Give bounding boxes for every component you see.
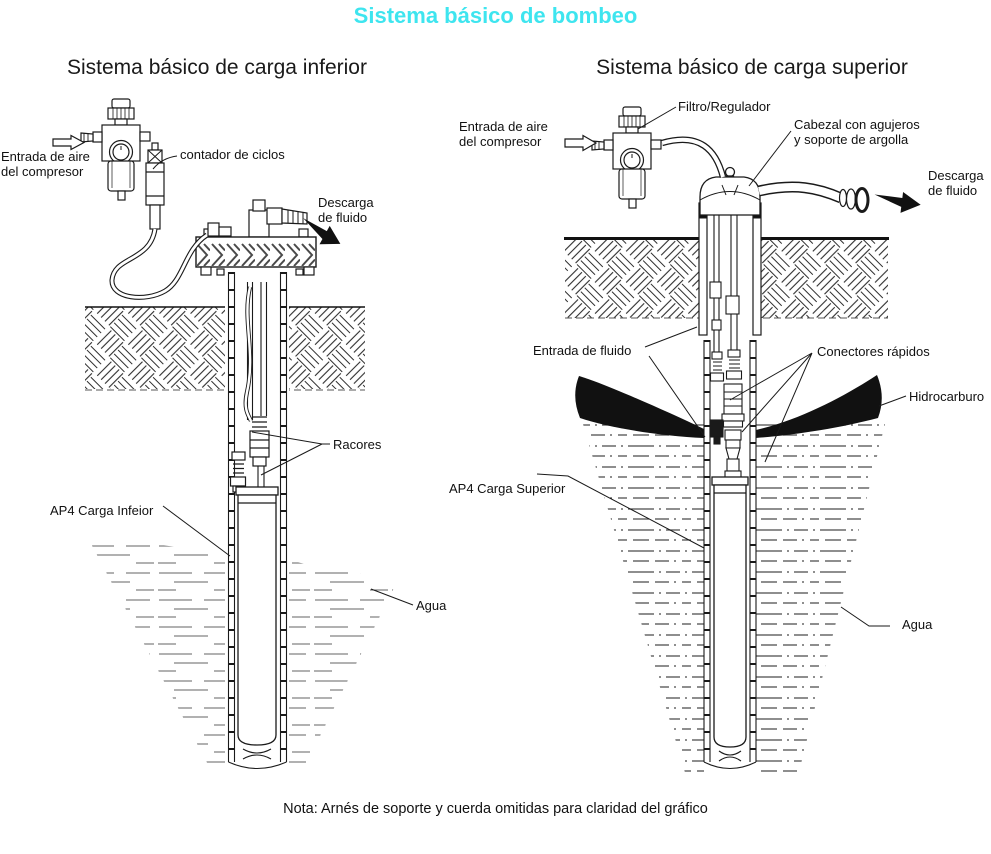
right-diagram xyxy=(536,106,921,776)
pump-right xyxy=(703,476,757,770)
air-hose-left xyxy=(109,228,209,300)
well-casing-right xyxy=(703,340,757,762)
label-air-inlet-left: Entrada de aire del compresor xyxy=(1,149,90,179)
label-water-right: Agua xyxy=(902,617,933,632)
leader-lines-right xyxy=(536,106,907,627)
discharge-arrow-left-icon xyxy=(303,218,341,245)
right-diagram-title: Sistema básico de carga superior xyxy=(596,56,908,79)
label-discharge-right: Descarga de fluido xyxy=(928,168,984,198)
cycle-counter-device-left xyxy=(145,142,165,230)
left-diagram xyxy=(52,98,414,776)
well-casing-left xyxy=(227,272,288,762)
leader-lines-left xyxy=(152,155,414,606)
wellhead-right xyxy=(699,166,761,216)
discharge-coupler-right xyxy=(838,187,870,213)
well-bore-right-upper xyxy=(700,232,760,340)
label-water-left: Agua xyxy=(416,598,447,613)
discharge-arrow-right-icon xyxy=(874,191,921,213)
label-quick-connectors: Conectores rápidos xyxy=(817,344,930,359)
wellhead-left xyxy=(195,199,317,276)
label-head: Cabezal con agujeros y soporte de argoll… xyxy=(794,117,920,147)
footnote: Nota: Arnés de soporte y cuerda omitidas… xyxy=(283,801,708,817)
quick-connectors-right xyxy=(709,349,745,480)
air-hose-right xyxy=(661,136,727,178)
drop-tubes-left xyxy=(243,282,268,422)
label-fluid-inlet: Entrada de fluido xyxy=(533,343,632,358)
label-air-inlet-right: Entrada de aire del compresor xyxy=(459,119,548,149)
label-pump-right: AP4 Carga Superior xyxy=(449,481,566,496)
label-fittings: Racores xyxy=(333,437,382,452)
discharge-hose-right xyxy=(757,181,844,204)
filter-regulator-left xyxy=(80,98,151,201)
label-discharge-left: Descarga de fluido xyxy=(318,195,374,225)
drop-tubes-right xyxy=(709,215,740,352)
hydrocarbon-layer xyxy=(575,375,882,438)
left-diagram-title: Sistema básico de carga inferior xyxy=(67,56,367,79)
air-inlet-arrow-right-icon xyxy=(564,134,598,152)
air-inlet-arrow-left-icon xyxy=(52,134,86,151)
label-hydrocarbon: Hidrocarburo xyxy=(909,389,985,404)
filter-regulator-right xyxy=(591,106,662,209)
label-cycle-counter: contador de ciclos xyxy=(180,147,285,162)
pump-left xyxy=(228,486,287,770)
label-filter-regulator: Filtro/Regulador xyxy=(678,99,771,114)
label-pump-left: AP4 Carga Infeior xyxy=(50,503,154,518)
page-title: Sistema básico de bombeo xyxy=(353,3,638,28)
